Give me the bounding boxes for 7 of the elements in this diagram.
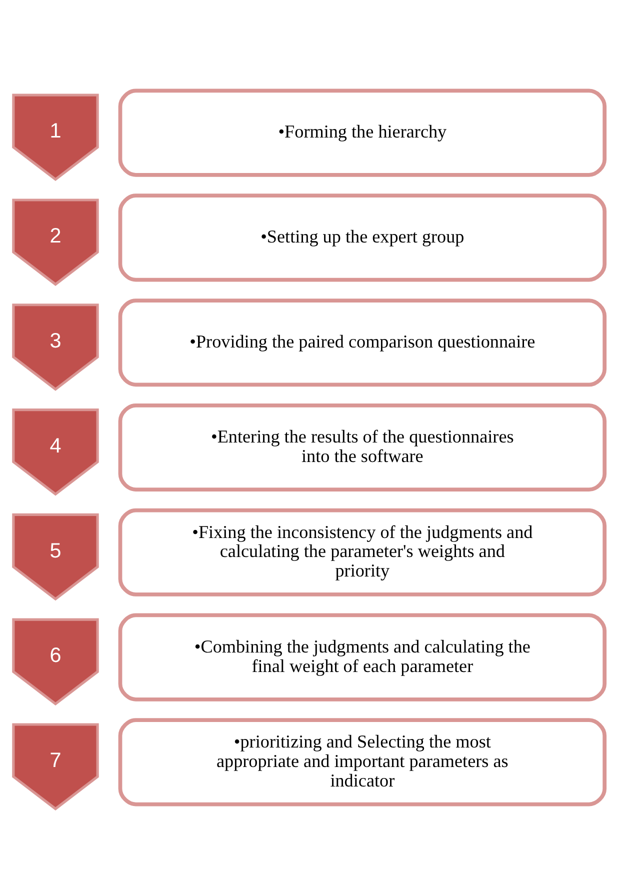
node-box: •Combining the judgments and calculating the final weight of each parameter [118, 613, 607, 702]
node-box: •Fixing the inconsistency of the judgments and calculating the parameter's weights and priority [118, 508, 607, 596]
node-box: •Setting up the expert group [118, 194, 607, 282]
node-box: •Entering the results of the questionnaires into the software [118, 403, 607, 492]
node-box: •Forming the hierarchy [118, 88, 607, 177]
node-box: •Providing the paired comparison questionnaire [118, 298, 607, 387]
node-box: •prioritizing and Selecting the most appropriate and important parameters as indicator [118, 718, 607, 806]
